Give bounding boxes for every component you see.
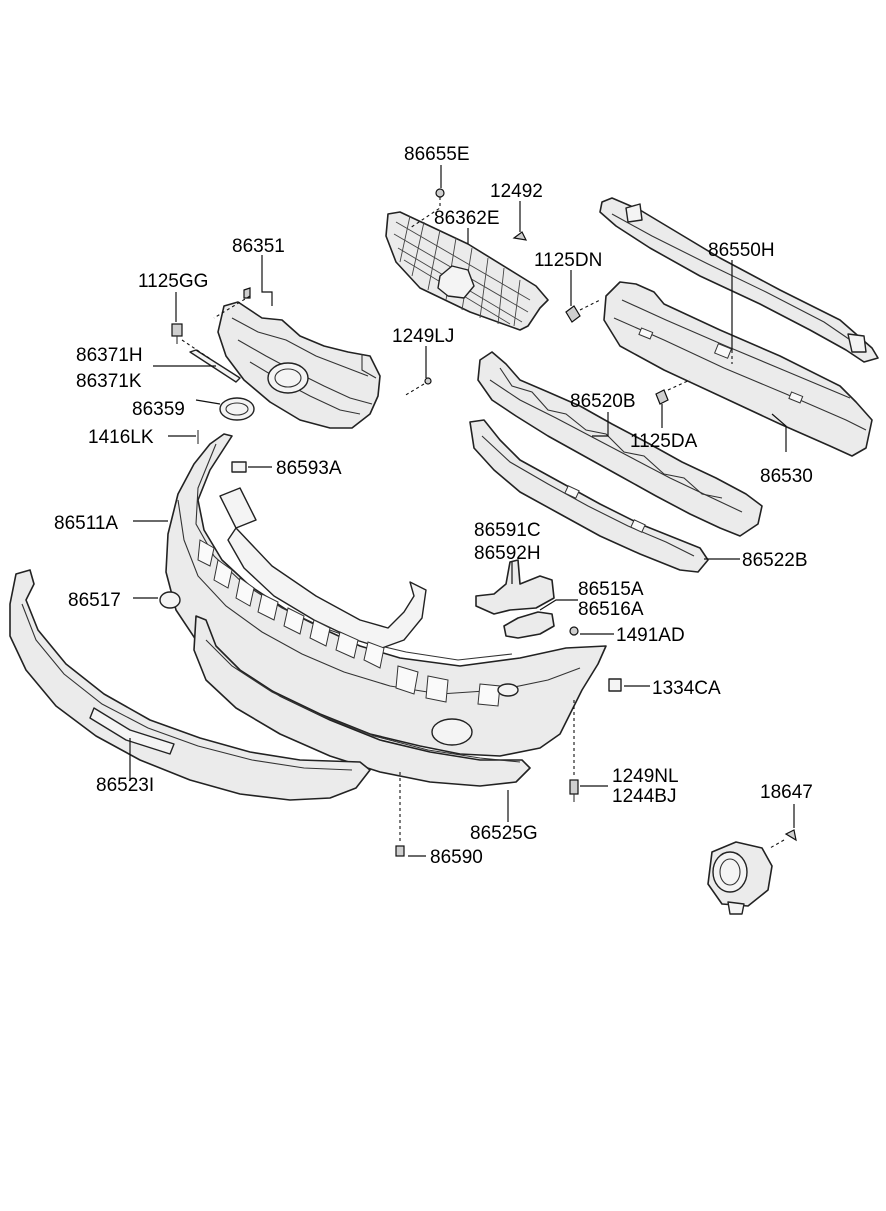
cap-86517 [159, 591, 181, 609]
bolt-1125DA [655, 389, 669, 405]
bolt-1249NL [569, 779, 579, 802]
upper-grille [385, 211, 549, 331]
emblem-86359 [219, 397, 255, 421]
label-86517: 86517 [68, 590, 121, 611]
label-86593A: 86593A [276, 458, 342, 479]
clip-1334CA [608, 678, 622, 692]
label-1125GG: 1125GG [138, 271, 208, 292]
screw-86655E [435, 188, 445, 198]
label-1125DA: 1125DA [630, 431, 698, 452]
label-12492: 12492 [490, 181, 543, 202]
screw-86590 [395, 845, 405, 857]
label-1334CA: 1334CA [652, 678, 721, 699]
label-1249LJ: 1249LJ [392, 326, 454, 347]
label-86522B: 86522B [742, 550, 808, 571]
screw-18647 [784, 829, 797, 842]
label-86351: 86351 [232, 236, 285, 257]
label-1244BJ: 1244BJ [612, 786, 676, 807]
screw-86351 [243, 287, 251, 299]
label-86592H: 86592H [474, 543, 541, 564]
label-18647: 18647 [760, 782, 813, 803]
clip-86593A [231, 461, 247, 473]
nut-1491AD [569, 626, 579, 636]
label-86359: 86359 [132, 399, 185, 420]
bumper-bracket-right [503, 611, 555, 639]
bolt-1125GG [171, 323, 183, 344]
label-1416LK: 1416LK [88, 427, 154, 448]
label-86550H: 86550H [708, 240, 775, 261]
screw-12492 [512, 231, 528, 241]
bumper-cover [165, 433, 607, 757]
bolt-1125DN [565, 305, 581, 323]
bumper-bracket-left [475, 559, 555, 615]
label-86655E: 86655E [404, 144, 470, 165]
lower-lip [193, 615, 531, 787]
label-86530: 86530 [760, 466, 813, 487]
label-86520B: 86520B [570, 391, 636, 412]
lip-spoiler [9, 569, 371, 801]
label-86523I: 86523I [96, 775, 154, 796]
label-1125DN: 1125DN [534, 250, 602, 271]
label-1491AD: 1491AD [616, 625, 685, 646]
label-86371K: 86371K [76, 371, 142, 392]
lower-absorber [469, 419, 709, 573]
label-86371H: 86371H [76, 345, 143, 366]
label-86591C: 86591C [474, 520, 541, 541]
energy-absorber [477, 351, 763, 537]
label-86511A: 86511A [54, 513, 118, 534]
label-86525G: 86525G [470, 823, 538, 844]
grille-emblem [267, 362, 309, 394]
impact-beam [603, 281, 873, 457]
label-86515A: 86515A [578, 579, 644, 600]
label-86516A: 86516A [578, 599, 644, 620]
label-86362E: 86362E [434, 208, 500, 229]
label-86590: 86590 [430, 847, 483, 868]
label-1249NL: 1249NL [612, 766, 679, 787]
fog-lamp [707, 841, 773, 915]
screw-1249LJ [424, 377, 432, 385]
upper-reinforcement-bar [599, 197, 879, 363]
